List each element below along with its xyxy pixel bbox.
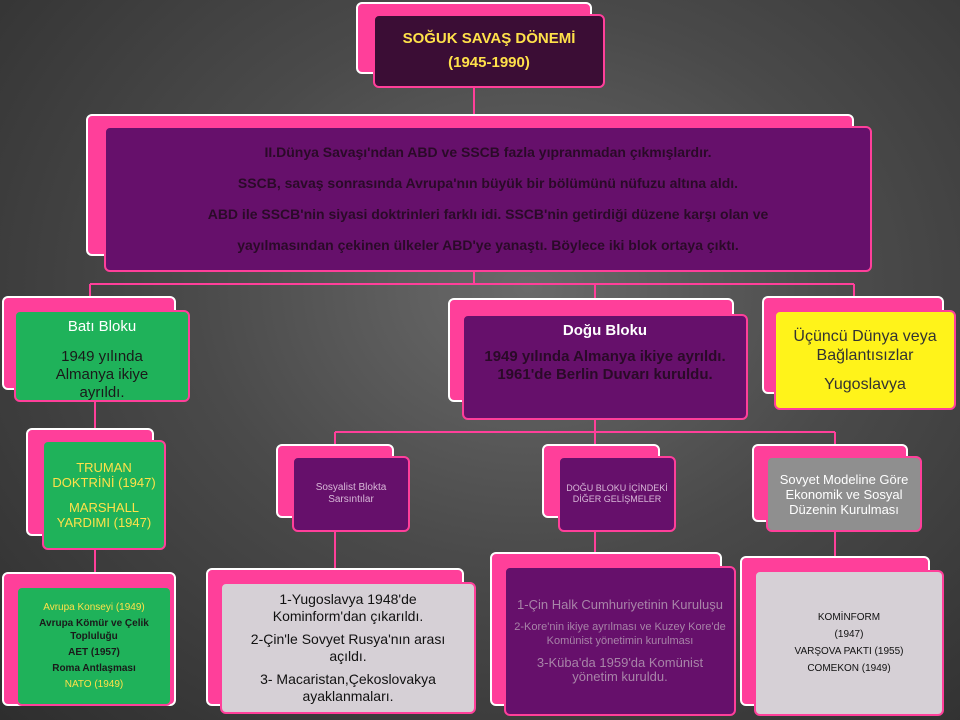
title-line-1: SOĞUK SAVAŞ DÖNEMİ (402, 30, 576, 47)
west-bloc-box: Batı Bloku 1949 yılında Almanya ikiye ay… (14, 310, 190, 402)
west-doctrine-line-2: MARSHALL YARDIMI (1947) (56, 500, 152, 530)
soviet-model-box: KOMİNFORM (1947) VARŞOVA PAKTI (1955) CO… (754, 570, 944, 716)
soviet-model-line-2: (1947) (834, 628, 864, 640)
soviet-model-line-4: COMEKON (1949) (807, 662, 891, 674)
soviet-model-title: Sovyet Modeline Göre Ekonomik ve Sosyal … (779, 471, 909, 517)
soviet-model-title-box: Sovyet Modeline Göre Ekonomik ve Sosyal … (766, 456, 922, 532)
title-box: SOĞUK SAVAŞ DÖNEMİ (1945-1990) (373, 14, 605, 88)
west-orgs-line-5: NATO (1949) (64, 679, 124, 690)
west-orgs-line-3: AET (1957) (68, 647, 120, 658)
shocks-title: Sosyalist Blokta Sarsıntılar (315, 482, 387, 505)
shocks-line-2: 2-Çin'le Sovyet Rusya'nın arası açıldı. (250, 631, 446, 664)
developments-line-2: 2-Kore'nin ikiye ayrılması ve Kuzey Kore… (514, 621, 726, 647)
third-world-text: Yugoslavya (824, 375, 906, 393)
summary-line-3: ABD ile SSCB'nin siyasi doktrinleri fark… (207, 206, 769, 222)
third-world-title: Üçüncü Dünya veya Bağlantısızlar (793, 327, 937, 364)
soviet-model-line-3: VARŞOVA PAKTI (1955) (794, 645, 904, 657)
third-world-box: Üçüncü Dünya veya Bağlantısızlar Yugosla… (774, 310, 956, 410)
shocks-line-1: 1-Yugoslavya 1948'de Kominform'dan çıkar… (272, 591, 424, 624)
shocks-box: 1-Yugoslavya 1948'de Kominform'dan çıkar… (220, 582, 476, 714)
shocks-title-box: Sosyalist Blokta Sarsıntılar (292, 456, 410, 532)
west-orgs-box: Avrupa Konseyi (1949) Avrupa Kömür ve Çe… (16, 586, 172, 706)
summary-line-2: SSCB, savaş sonrasında Avrupa'nın büyük … (237, 175, 739, 191)
west-orgs-line-2: Avrupa Kömür ve Çelik Topluluğu (39, 618, 149, 642)
developments-line-1: 1-Çin Halk Cumhuriyetinin Kuruluşu (517, 597, 723, 612)
shocks-line-3: 3- Macaristan,Çekoslovakya ayaklanmaları… (260, 671, 436, 704)
west-bloc-text: 1949 yılında Almanya ikiye ayrıldı. (55, 348, 149, 401)
title-line-2: (1945-1990) (448, 54, 530, 71)
west-doctrine-line-1: TRUMAN DOKTRİNİ (1947) (52, 460, 156, 490)
summary-line-1: II.Dünya Savaşı'ndan ABD ve SSCB fazla y… (264, 144, 712, 160)
summary-line-4: yayılmasından çekinen ülkeler ABD'ye yan… (237, 237, 739, 253)
west-orgs-line-1: Avrupa Konseyi (1949) (43, 602, 145, 613)
soviet-model-line-1: KOMİNFORM (817, 611, 881, 623)
developments-line-3: 3-Küba'da 1959'da Komünist yönetim kurul… (536, 655, 704, 684)
developments-title-box: DOĞU BLOKU İÇİNDEKİ DİĞER GELİŞMELER (558, 456, 676, 532)
east-bloc-box: Doğu Bloku 1949 yılında Almanya ikiye ay… (462, 314, 748, 420)
east-bloc-title: Doğu Bloku (562, 322, 648, 339)
summary-box: II.Dünya Savaşı'ndan ABD ve SSCB fazla y… (104, 126, 872, 272)
developments-title: DOĞU BLOKU İÇİNDEKİ DİĞER GELİŞMELER (566, 483, 668, 504)
west-doctrine-box: TRUMAN DOKTRİNİ (1947) MARSHALL YARDIMI … (42, 440, 166, 550)
west-bloc-title: Batı Bloku (67, 318, 137, 335)
east-bloc-text: 1949 yılında Almanya ikiye ayrıldı. 1961… (484, 348, 726, 383)
west-orgs-line-4: Roma Antlaşması (52, 663, 136, 674)
developments-box: 1-Çin Halk Cumhuriyetinin Kuruluşu 2-Kor… (504, 566, 736, 716)
